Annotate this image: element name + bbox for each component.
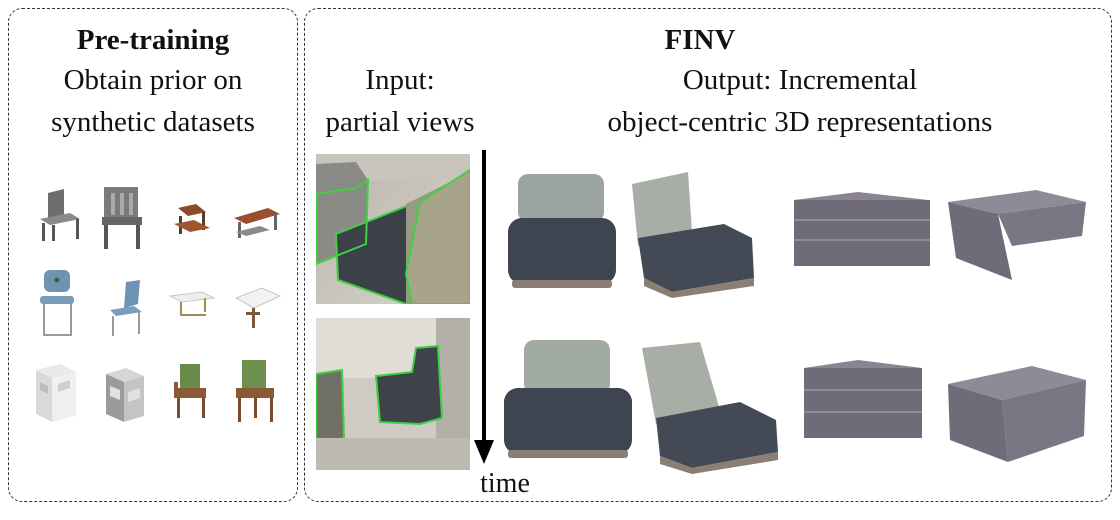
pretraining-subtitle-line2: synthetic datasets bbox=[51, 106, 255, 138]
input-label-line2: partial views bbox=[325, 106, 475, 138]
table-white-side-icon bbox=[235, 287, 281, 328]
pretraining-subtitle-line1: Obtain prior on bbox=[63, 64, 243, 96]
input-label-line1: Input: bbox=[365, 64, 435, 96]
table-wood-icon bbox=[174, 204, 210, 234]
sofa-reconstruction-1 bbox=[508, 174, 616, 288]
bench-wood-icon bbox=[234, 208, 280, 238]
partial-view-photo-2 bbox=[316, 318, 470, 470]
partial-view-photo-1 bbox=[316, 154, 470, 304]
sofa-reconstruction-4 bbox=[642, 342, 778, 474]
ottoman-reconstruction-2 bbox=[948, 190, 1086, 280]
ottoman-reconstruction-3 bbox=[804, 360, 922, 438]
cabinet-white-icon bbox=[36, 364, 76, 422]
ottoman-reconstruction-4 bbox=[948, 366, 1086, 462]
time-arrow bbox=[474, 150, 494, 464]
finv-panel bbox=[304, 8, 1112, 502]
pretraining-panel bbox=[8, 8, 298, 502]
output-label-line2: object-centric 3D representations bbox=[607, 106, 993, 138]
cabinet-white-side-icon bbox=[106, 368, 144, 422]
sofa-reconstruction-3 bbox=[504, 340, 632, 458]
chair-gray-back-icon bbox=[102, 187, 142, 249]
chair-blue-side-icon bbox=[110, 280, 142, 336]
armchair-wood-icon bbox=[174, 364, 206, 418]
time-label: time bbox=[480, 468, 530, 499]
chair-gray-icon bbox=[40, 189, 80, 241]
table-white-icon bbox=[168, 291, 216, 316]
pretraining-title: Pre-training bbox=[76, 24, 230, 56]
chair-blue-icon bbox=[40, 270, 74, 336]
output-label-line1: Output: Incremental bbox=[682, 64, 918, 96]
armchair-wood-side-icon bbox=[236, 360, 274, 422]
sofa-reconstruction-2 bbox=[632, 172, 754, 298]
finv-title: FINV bbox=[664, 24, 736, 56]
ottoman-reconstruction-1 bbox=[794, 192, 930, 266]
